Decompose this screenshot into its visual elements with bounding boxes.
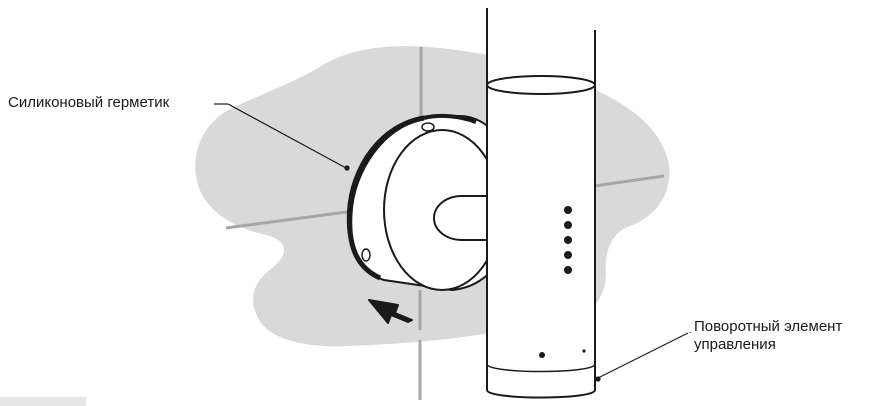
leader-dot-sealant <box>344 165 350 171</box>
leader-lines <box>214 103 691 379</box>
rotary-label-line2: управления <box>694 336 776 353</box>
connecting-stem <box>432 195 501 241</box>
upper-pipe <box>486 8 596 85</box>
lower-dot-mark <box>539 352 545 358</box>
sealant-ring <box>347 115 425 281</box>
leader-dot-rotary <box>595 376 601 382</box>
control-cylinder <box>486 75 596 399</box>
arrow-left-up-icon <box>368 299 413 324</box>
lower-small-dot <box>582 349 586 353</box>
indicator-dots <box>564 206 572 274</box>
rotary-control-label: Поворотный элемент управления <box>694 318 842 354</box>
sealant-label: Силиконовый герметик <box>8 94 170 111</box>
rotary-label-line1: Поворотный элемент <box>694 318 843 335</box>
corner-tab <box>0 397 86 406</box>
